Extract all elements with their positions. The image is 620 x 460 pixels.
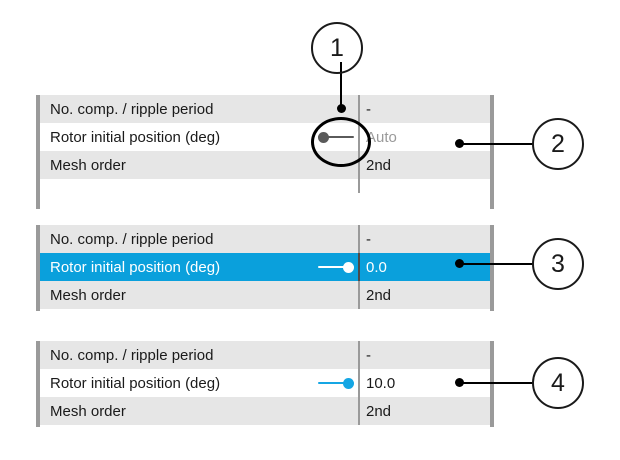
column-divider (358, 225, 360, 253)
property-value-cell[interactable]: 2nd (360, 151, 490, 179)
column-divider (358, 341, 360, 369)
property-name-cell: Mesh order (40, 151, 358, 179)
property-value-cell[interactable]: Auto (360, 123, 490, 151)
table-row[interactable]: No. comp. / ripple period - (40, 341, 490, 369)
property-name-cell: Rotor initial position (deg) (40, 123, 358, 151)
callout-4-badge: 4 (532, 357, 584, 409)
property-value-cell[interactable]: - (360, 95, 490, 123)
property-value: - (366, 230, 371, 248)
property-value: - (366, 346, 371, 364)
property-label: Rotor initial position (deg) (50, 128, 221, 146)
property-label: Rotor initial position (deg) (50, 258, 221, 276)
callout-4-leader (459, 382, 534, 384)
callout-3-anchor-dot (455, 259, 464, 268)
property-value-cell[interactable]: - (360, 341, 490, 369)
property-value: 2nd (366, 286, 392, 304)
grid-left-border (36, 95, 40, 209)
grid-rows-zero: No. comp. / ripple period - Rotor initia… (40, 225, 490, 311)
slider-knob[interactable] (343, 377, 354, 389)
property-name-cell: Mesh order (40, 281, 358, 309)
property-value-cell[interactable] (360, 179, 490, 193)
property-value: Auto (366, 128, 397, 146)
property-value-cell[interactable]: 2nd (360, 397, 490, 425)
property-value-cell[interactable]: 0.0 (360, 253, 490, 281)
property-label: No. comp. / ripple period (50, 100, 214, 118)
property-name-cell: Mesh order (40, 397, 358, 425)
grid-rows-ten: No. comp. / ripple period - Rotor initia… (40, 341, 490, 427)
callout-2-anchor-dot (455, 139, 464, 148)
table-row[interactable]: Rotor initial position (deg) Auto (40, 123, 490, 151)
property-label: Mesh order (50, 286, 126, 304)
property-value-cell[interactable]: 2nd (360, 281, 490, 309)
property-value-cell[interactable]: - (360, 225, 490, 253)
callout-1-leader (340, 62, 342, 108)
slider-knob[interactable] (343, 261, 354, 273)
table-row[interactable]: Mesh order 2nd (40, 397, 490, 425)
callout-1-badge: 1 (311, 22, 363, 74)
callout-1-anchor-dot (337, 104, 346, 113)
table-row-clipped[interactable] (40, 179, 490, 193)
property-grid-ten[interactable]: No. comp. / ripple period - Rotor initia… (36, 341, 494, 427)
property-grid-auto[interactable]: No. comp. / ripple period - Rotor initia… (36, 95, 494, 209)
table-row[interactable]: Mesh order 2nd (40, 151, 490, 179)
rotor-position-slider-enabled[interactable] (318, 376, 354, 390)
callout-3-badge: 3 (532, 238, 584, 290)
callout-number: 1 (330, 33, 344, 62)
grid-scrollbar[interactable] (490, 225, 494, 311)
property-name-cell: No. comp. / ripple period (40, 341, 358, 369)
table-row[interactable]: Mesh order 2nd (40, 281, 490, 309)
rotor-position-slider-selected[interactable] (318, 260, 354, 274)
column-divider (358, 281, 360, 309)
property-label: Mesh order (50, 156, 126, 174)
column-divider (358, 253, 360, 281)
property-label: Mesh order (50, 402, 126, 420)
column-divider (358, 151, 360, 179)
grid-rows-auto: No. comp. / ripple period - Rotor initia… (40, 95, 490, 209)
column-divider (358, 397, 360, 425)
property-value-cell[interactable]: 10.0 (360, 369, 490, 397)
property-value: 0.0 (366, 258, 387, 276)
callout-3-leader (459, 263, 534, 265)
table-row[interactable]: No. comp. / ripple period - (40, 95, 490, 123)
table-row[interactable]: No. comp. / ripple period - (40, 225, 490, 253)
property-value: 2nd (366, 402, 392, 420)
table-row[interactable]: Rotor initial position (deg) 10.0 (40, 369, 490, 397)
column-divider (358, 179, 360, 193)
property-label: No. comp. / ripple period (50, 346, 214, 364)
grid-left-border (36, 225, 40, 311)
callout-2-leader (459, 143, 534, 145)
property-value: 2nd (366, 156, 392, 174)
property-name-cell: No. comp. / ripple period (40, 225, 358, 253)
property-name-cell: Rotor initial position (deg) (40, 369, 358, 397)
grid-scrollbar[interactable] (490, 95, 494, 209)
column-divider (358, 369, 360, 397)
slider-track (318, 382, 354, 384)
property-label: No. comp. / ripple period (50, 230, 214, 248)
property-grid-zero[interactable]: No. comp. / ripple period - Rotor initia… (36, 225, 494, 311)
property-value: 10.0 (366, 374, 396, 392)
grid-scrollbar[interactable] (490, 341, 494, 427)
property-name-cell: Rotor initial position (deg) (40, 253, 358, 281)
slider-track (318, 266, 354, 268)
callout-2-badge: 2 (532, 118, 584, 170)
property-name-cell: No. comp. / ripple period (40, 95, 358, 123)
callout-number: 4 (551, 368, 565, 397)
property-value: - (366, 100, 371, 118)
grid-left-border (36, 341, 40, 427)
column-divider (358, 95, 360, 123)
slider-highlight-ring (311, 117, 371, 167)
property-label: Rotor initial position (deg) (50, 374, 221, 392)
callout-4-anchor-dot (455, 378, 464, 387)
property-name-cell (40, 179, 358, 193)
callout-number: 3 (551, 249, 565, 278)
table-row-selected[interactable]: Rotor initial position (deg) 0.0 (40, 253, 490, 281)
callout-number: 2 (551, 129, 565, 158)
